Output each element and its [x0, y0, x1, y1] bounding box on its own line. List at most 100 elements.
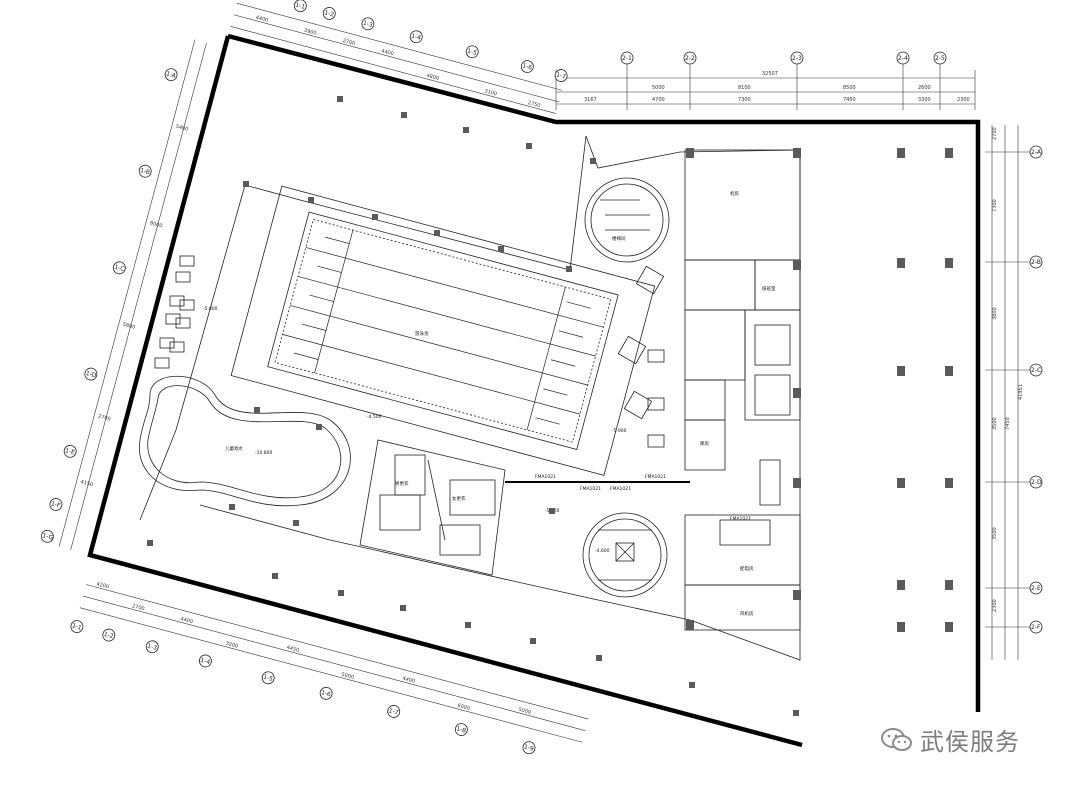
top-dim-1: 5000 [652, 85, 665, 91]
svg-text:1-C: 1-C [113, 264, 125, 273]
svg-text:1-1: 1-1 [71, 622, 82, 631]
stair-tower-top [584, 177, 670, 263]
door-tag-5: FMA1021 [730, 516, 751, 522]
axis-2-D: 2-D [1031, 479, 1042, 486]
leisure-pool-inner [147, 385, 342, 499]
level-mark-4: -5.900 [612, 428, 627, 434]
svg-text:1-6: 1-6 [320, 689, 331, 698]
dim-left: 1-A 1-B 1-C 1-D 1-E 1-F 1-G 5400 8000 58… [40, 39, 207, 550]
svg-text:4400: 4400 [381, 48, 395, 57]
svg-text:1-F: 1-F [50, 500, 61, 509]
room-label-storage: 库房 [700, 440, 709, 447]
service-rooms [684, 149, 801, 631]
svg-text:4200: 4200 [96, 581, 110, 590]
exterior-wall-upper [227, 33, 981, 712]
exterior-wall [87, 35, 803, 748]
svg-text:1-8: 1-8 [455, 725, 466, 734]
svg-text:2300: 2300 [992, 599, 998, 612]
svg-text:4400: 4400 [255, 15, 269, 24]
svg-text:1-4: 1-4 [410, 33, 421, 42]
axis-2-5: 2-5 [935, 55, 945, 62]
room-label-power: 配电房 [740, 565, 754, 572]
svg-text:3500: 3500 [992, 417, 998, 430]
svg-text:3100: 3100 [484, 88, 498, 97]
svg-text:3200: 3200 [225, 641, 239, 650]
svg-text:1-2: 1-2 [323, 9, 334, 18]
top-dim-5: 3167 [584, 97, 597, 103]
room-label-pool: 游泳池 [415, 330, 429, 337]
door-tag-1: FMA1021 [535, 474, 556, 480]
watermark-text: 武侯服务 [920, 728, 1020, 756]
svg-text:1-4: 1-4 [200, 657, 211, 666]
top-dim-4: 2600 [918, 85, 931, 91]
top-dim-10: 2300 [957, 97, 970, 103]
room-label-fan: 风机房 [740, 610, 754, 617]
axis-2-1: 2-1 [622, 55, 632, 62]
svg-text:1-3: 1-3 [146, 643, 157, 652]
planters [617, 265, 665, 448]
svg-text:1-B: 1-B [139, 167, 150, 176]
room-label-mens: 男更衣 [395, 480, 409, 487]
axis-2-E: 2-E [1031, 585, 1041, 592]
axis-2-2: 2-2 [685, 55, 695, 62]
changing-rooms [359, 439, 506, 576]
top-dim-8: 7450 [843, 97, 856, 103]
svg-text:2750: 2750 [527, 100, 541, 109]
svg-text:4800: 4800 [426, 73, 440, 82]
svg-text:6000: 6000 [457, 703, 471, 712]
svg-text:5000: 5000 [341, 672, 355, 681]
room-label-leisure-pool: 儿童戏水 [225, 445, 243, 452]
svg-text:5400: 5400 [175, 124, 189, 133]
dim-bottom: 1-1 1-2 1-3 1-4 1-5 1-6 1-7 1-8 1-9 4200… [70, 581, 589, 755]
axis-2-C: 2-C [1031, 367, 1041, 374]
columns-right [686, 148, 953, 632]
svg-text:1-3: 1-3 [362, 20, 373, 29]
watermark: 武侯服务 [880, 722, 1020, 757]
svg-text:1-1: 1-1 [294, 1, 305, 10]
swimming-pool [230, 185, 656, 476]
door-tag-3: FMA1021 [610, 486, 631, 492]
top-dim-6: 4700 [652, 97, 665, 103]
leisure-pool [138, 376, 351, 507]
svg-text:3900: 3900 [303, 28, 317, 37]
columns-left [147, 407, 799, 716]
svg-text:1-7: 1-7 [388, 707, 399, 716]
dim-right [985, 125, 1043, 660]
svg-text:7450: 7450 [1005, 417, 1011, 430]
top-total-dim: 32507 [762, 71, 778, 77]
svg-text:3500: 3500 [992, 527, 998, 540]
room-label-duty: 值班室 [762, 285, 776, 292]
inner-boundary [199, 135, 801, 661]
svg-text:5000: 5000 [518, 707, 532, 716]
room-label-womens: 女更衣 [452, 495, 466, 502]
door-tag-4: FMA1021 [645, 474, 666, 480]
svg-text:1-9: 1-9 [523, 743, 534, 752]
svg-text:2700: 2700 [97, 413, 111, 422]
axis-2-F: 2-F [1031, 624, 1041, 631]
svg-text:1-A: 1-A [165, 70, 177, 80]
inner-boundary-2 [139, 135, 587, 521]
axis-2-4: 2-4 [898, 55, 908, 62]
svg-text:1-5: 1-5 [466, 48, 477, 57]
svg-text:4400: 4400 [180, 616, 194, 625]
top-dim-9: 3300 [918, 97, 931, 103]
svg-text:1-G: 1-G [42, 532, 55, 542]
svg-text:5800: 5800 [122, 322, 136, 331]
axis-2-3: 2-3 [792, 55, 802, 62]
right-dim-texts: 2700 7300 3800 3500 7450 3500 2300 41951 [992, 127, 1024, 612]
svg-text:2700: 2700 [131, 603, 145, 612]
top-dim-3: 8500 [843, 85, 856, 91]
lounge-chairs [154, 255, 195, 369]
svg-text:2700: 2700 [342, 38, 356, 47]
level-mark-1: -5.800 [203, 306, 218, 312]
top-dim-2: 8100 [738, 85, 751, 91]
svg-text:2700: 2700 [992, 127, 998, 140]
door-tag-2: FMA1021 [580, 486, 601, 492]
svg-text:4450: 4450 [286, 645, 300, 654]
level-mark-3: -10.800 [255, 450, 273, 456]
svg-text:41951: 41951 [1018, 384, 1024, 400]
svg-text:4150: 4150 [80, 479, 94, 488]
wechat-icon [881, 727, 912, 751]
dim-upper-left: 1-1 1-2 1-3 1-4 1-5 1-6 1-7 4400 3900 27… [230, 0, 568, 114]
